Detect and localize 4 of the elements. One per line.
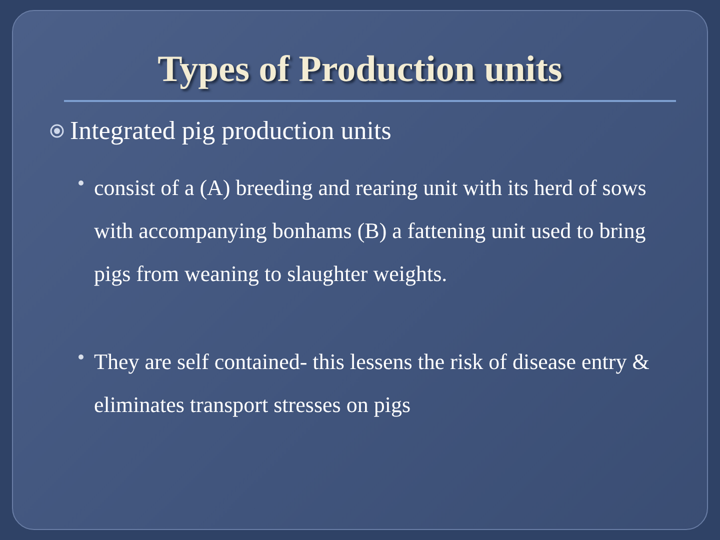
bullet-text: consist of a (A) breeding and rearing unit with its herd of sows with accompanying bonhams (B) a fattening unit used to bring pigs from weaning to slaughter weights. <box>94 174 648 288</box>
bullet-text: They are self contained- this lessens the risk of disease entry & eliminates transport stresses on pigs <box>94 348 650 419</box>
bullet-heading: Integrated pig production units <box>70 116 392 146</box>
slide-title: Types of Production units <box>156 48 564 91</box>
